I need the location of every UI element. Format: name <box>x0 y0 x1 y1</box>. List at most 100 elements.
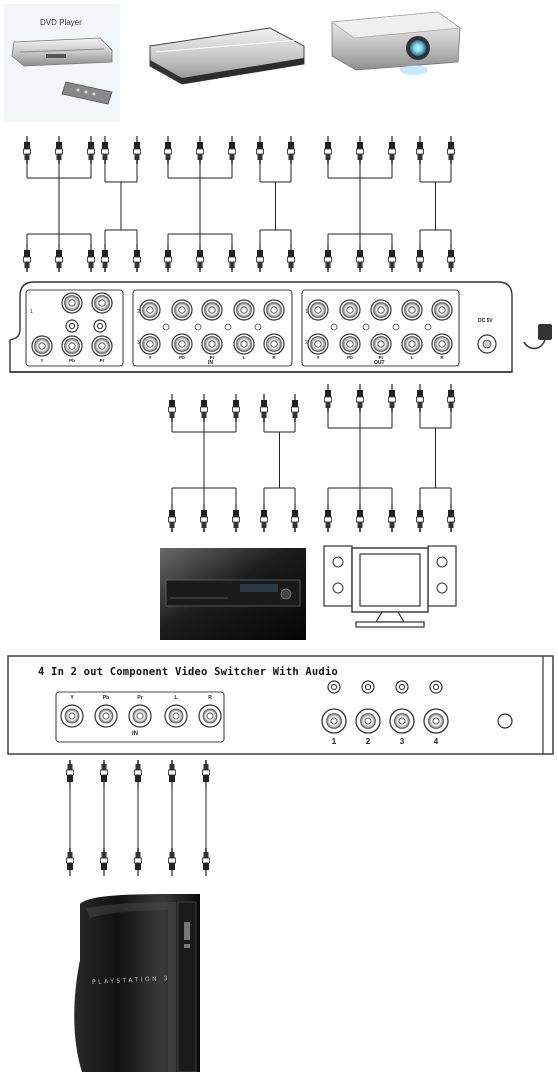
middle-cable-tv-video-bottom-plug <box>323 503 333 533</box>
ps3-cable-bottom-plug <box>201 847 211 877</box>
ps3-cable-top-plug <box>133 759 143 789</box>
upper-cable-proj-video-top-plug <box>323 135 333 165</box>
upper-cable-proj-video-bottom-plug <box>323 243 333 273</box>
upper-cable-proj-video-top-plug <box>355 135 365 165</box>
upper-cable-box-video-bottom-plug <box>163 243 173 273</box>
switcher-a-output2-jack <box>307 333 329 355</box>
ps3-cable-top-plug <box>167 759 177 789</box>
ps3-cable-bottom-plug <box>167 847 177 877</box>
upper-cable-proj-audio-bottom-plug <box>415 243 425 273</box>
middle-cable-tv-audio-top-plug <box>446 383 456 413</box>
middle-cable-recorder-video-bottom-plug <box>231 503 241 533</box>
upper-cable-dvd-video-bottom-plug <box>22 243 32 273</box>
switcher-a-out-row2-label: 2 <box>305 340 308 346</box>
switcher-a-port-label: Y <box>40 358 44 363</box>
tv-speaker-device <box>323 545 457 628</box>
switcher-a-input2-jack <box>171 299 193 321</box>
switcher-b-input-button-pin <box>330 717 338 725</box>
middle-cable-tv-video-top-plug <box>323 383 333 413</box>
upper-cable-dvd-video-bottom-plug <box>86 243 96 273</box>
switcher-a-input1-jack <box>91 335 113 357</box>
switcher-a-input2-jack <box>139 299 161 321</box>
switcher-a-output2-jack <box>431 333 453 355</box>
upper-cable-box-audio-top-plug <box>255 135 265 165</box>
ps3-cable-top-plug <box>201 759 211 789</box>
switcher-a-input3-jack <box>263 333 285 355</box>
switcher-b-jack-label: R <box>208 695 212 701</box>
middle-cable-recorder-audio-bottom-plug <box>290 503 300 533</box>
switcher-a-output1-jack <box>401 299 423 321</box>
switcher-b-in-jack-pin <box>68 712 76 720</box>
switcher-a-input3-jack <box>233 333 255 355</box>
middle-cable-recorder-audio-top-plug <box>259 393 269 423</box>
switcher-a-out-port-label: Pb <box>347 355 353 360</box>
switcher-a-output1-jack <box>370 299 392 321</box>
projector-device <box>331 11 461 75</box>
switcher-b-jack-label: Pb <box>102 695 110 701</box>
upper-cable-box-video-top-plug <box>195 135 205 165</box>
switcher-a-out-port-label: L <box>410 355 414 360</box>
playstation-3-console <box>74 894 200 1073</box>
switcher-a-indicator-dot <box>224 323 232 331</box>
upper-cable-proj-audio-bottom-plug <box>446 243 456 273</box>
switcher-b-jack-label: Pr <box>137 695 143 701</box>
switcher-a-input3-jack <box>139 333 161 355</box>
ps3-cable-top-plug <box>65 759 75 789</box>
switcher-a-input1-jack <box>31 335 53 357</box>
ps3-cable-bottom-plug <box>133 847 143 877</box>
middle-cable-tv-audio-bottom-plug <box>446 503 456 533</box>
switcher-a-indicator-dot <box>362 323 370 331</box>
dvd-player-label: DVD Player <box>40 18 82 27</box>
switcher-a-indicator-dot <box>254 323 262 331</box>
upper-cable-proj-audio-top-plug <box>415 135 425 165</box>
dvd-player-device <box>4 4 120 122</box>
switcher-b-input-led <box>429 680 443 694</box>
switcher-b-in-jack-pin <box>172 712 180 720</box>
switcher-a-port-label: Pb <box>179 355 185 360</box>
switcher-a-row2b-label: 3 <box>137 340 140 346</box>
switcher-a-in-label: IN <box>208 360 213 366</box>
middle-cable-tv-video-top-plug <box>355 383 365 413</box>
switcher-a-row1-label: 1 <box>30 309 33 315</box>
switcher-b-input-led <box>395 680 409 694</box>
switcher-a-indicator-dot <box>330 323 338 331</box>
switcher-b-input-number: 1 <box>331 737 337 746</box>
upper-cable-box-video-top-plug <box>227 135 237 165</box>
upper-cable-dvd-audio-top-plug <box>132 135 142 165</box>
switcher-a-out-port-label: Y <box>316 355 320 360</box>
middle-cable-recorder-video-top-plug <box>199 393 209 423</box>
switcher-a-row1b-label: 2 <box>137 309 140 315</box>
switcher-a-input1-jack <box>61 292 83 314</box>
middle-cable-tv-video-bottom-plug <box>387 503 397 533</box>
switcher-a-output1-jack <box>431 299 453 321</box>
upper-cable-box-video-top-plug <box>163 135 173 165</box>
upper-cable-dvd-audio-bottom-plug <box>132 243 142 273</box>
switcher-b-input-number: 3 <box>399 737 405 746</box>
middle-cable-recorder-video-top-plug <box>167 393 177 423</box>
dc-jack-center <box>482 339 492 349</box>
middle-cable-tv-audio-bottom-plug <box>415 503 425 533</box>
middle-cable-tv-video-bottom-plug <box>355 503 365 533</box>
upper-cable-proj-audio-top-plug <box>446 135 456 165</box>
switcher-b-in-jack-pin <box>136 712 144 720</box>
switcher-a-output1-jack <box>339 299 361 321</box>
power-adapter-icon <box>523 324 552 350</box>
switcher-b-ir-sensor <box>497 713 513 729</box>
switcher-a-input3-jack <box>171 333 193 355</box>
upper-cable-dvd-video-top-plug <box>22 135 32 165</box>
middle-cable-recorder-video-bottom-plug <box>199 503 209 533</box>
switcher-a-output2-jack <box>401 333 423 355</box>
switcher-a-port-label: Pb <box>69 358 75 363</box>
upper-cable-box-audio-bottom-plug <box>255 243 265 273</box>
switcher-a-port-label: Pr <box>99 358 105 363</box>
switcher-b-in-jack-pin <box>102 712 110 720</box>
ps3-cable-bottom-plug <box>65 847 75 877</box>
upper-cable-box-video-bottom-plug <box>227 243 237 273</box>
switcher-a-input2-jack <box>263 299 285 321</box>
switcher-a-out-port-label: R <box>440 355 444 360</box>
switcher-a-indicator-dot <box>194 323 202 331</box>
switcher-a-out-port-label: Pr <box>378 355 384 360</box>
switcher-a-input3-jack <box>201 333 223 355</box>
ps3-cable-bottom-plug <box>99 847 109 877</box>
